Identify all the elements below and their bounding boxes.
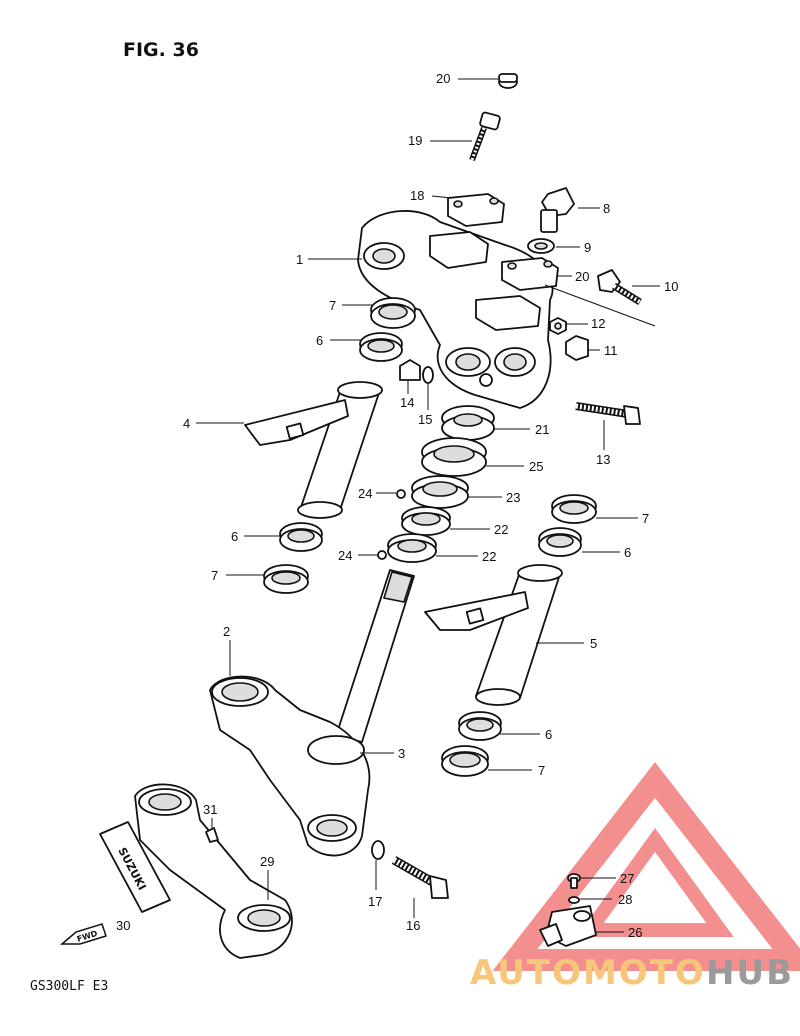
fork-cover-right <box>424 564 563 706</box>
callout-12: 12 <box>591 316 605 331</box>
watermark-text-part1: AUTOMOTO <box>470 953 706 993</box>
bearing-race-22-upper <box>401 506 451 536</box>
handlebar-clamp-upper <box>447 193 505 227</box>
upper-bracket <box>357 210 554 409</box>
callout-3: 3 <box>398 746 405 761</box>
cap-14 <box>399 359 421 381</box>
callout-4: 4 <box>183 416 190 431</box>
leader-lines <box>196 78 660 933</box>
callout-6a: 6 <box>316 333 323 348</box>
callout-28: 28 <box>618 892 632 907</box>
callout-24a: 24 <box>358 486 372 501</box>
callout-20b: 20 <box>575 269 589 284</box>
seal-7-left-middle <box>263 564 309 594</box>
callout-5: 5 <box>590 636 597 651</box>
clamp-bolt <box>469 111 501 162</box>
suzuki-emblem: SUZUKI <box>99 821 171 913</box>
seal-7-right-lower <box>441 745 489 777</box>
callout-23: 23 <box>506 490 520 505</box>
nut-small <box>549 317 567 335</box>
callout-21: 21 <box>535 422 549 437</box>
steering-nut <box>441 405 495 441</box>
screw-27 <box>567 873 581 889</box>
lower-bracket <box>209 675 371 857</box>
callout-25: 25 <box>529 459 543 474</box>
callout-7a: 7 <box>329 298 336 313</box>
callout-6c: 6 <box>624 545 631 560</box>
callout-7b: 7 <box>211 568 218 583</box>
bearing-25 <box>421 437 487 477</box>
steering-stem <box>335 569 415 743</box>
ball-24-upper <box>396 489 406 499</box>
handlebar-clamp-right <box>501 257 559 291</box>
callout-15: 15 <box>418 412 432 427</box>
callout-27: 27 <box>620 871 634 886</box>
clip-31 <box>205 827 219 843</box>
callout-7d: 7 <box>538 763 545 778</box>
pinch-bolt-16 <box>391 856 449 899</box>
callout-30: 30 <box>116 918 130 933</box>
figure-title: FIG. 36 <box>123 39 199 61</box>
pinch-bolt-13 <box>575 402 641 425</box>
callout-10: 10 <box>664 279 678 294</box>
screw-28 <box>568 896 580 904</box>
watermark-text: AUTOMOTO HUB <box>470 953 794 993</box>
bearing-race-23 <box>411 475 469 509</box>
callout-17: 17 <box>368 894 382 909</box>
cap-nut <box>498 73 518 89</box>
seal-6-right-lower <box>458 711 502 741</box>
fwd-arrow-icon: FWD <box>59 923 107 945</box>
watermark-text-part2: HUB <box>706 953 794 993</box>
callout-numbers: 20 19 18 8 9 1 20 10 7 12 6 11 14 15 4 2… <box>116 71 678 940</box>
seal-7-upper-left <box>370 297 416 329</box>
callout-29: 29 <box>260 854 274 869</box>
watermark-logo-icon <box>492 762 800 971</box>
callout-22a: 22 <box>494 522 508 537</box>
bearing-race-22-lower <box>387 533 437 563</box>
callout-18: 18 <box>410 188 424 203</box>
pinch-bolt-upper <box>544 269 656 327</box>
callout-9: 9 <box>584 240 591 255</box>
callout-19: 19 <box>408 133 422 148</box>
callout-20: 20 <box>436 71 450 86</box>
callout-26: 26 <box>628 925 642 940</box>
seal-7-right-upper <box>551 494 597 524</box>
callout-31: 31 <box>203 802 217 817</box>
callout-11: 11 <box>604 343 618 358</box>
fork-cover-left <box>244 381 383 519</box>
callout-13: 13 <box>596 452 610 467</box>
callout-1: 1 <box>296 252 303 267</box>
washer <box>527 238 555 254</box>
callout-6b: 6 <box>231 529 238 544</box>
seal-6-right-upper <box>538 527 582 557</box>
callout-16: 16 <box>406 918 420 933</box>
callout-2: 2 <box>223 624 230 639</box>
cap-nut-side <box>565 335 589 361</box>
steering-lock <box>539 905 597 947</box>
callout-8: 8 <box>603 201 610 216</box>
seal-6-left-middle <box>279 522 323 552</box>
lock-washer <box>422 366 434 384</box>
ball-24-lower <box>377 550 387 560</box>
model-code: GS300LF E3 <box>30 979 108 994</box>
callout-24b: 24 <box>338 548 352 563</box>
stem-bolt <box>540 187 575 233</box>
lower-cover <box>134 783 293 959</box>
callout-14: 14 <box>400 395 414 410</box>
callout-6d: 6 <box>545 727 552 742</box>
seal-6-upper-left <box>359 332 403 362</box>
callout-22b: 22 <box>482 549 496 564</box>
washer-17 <box>371 840 385 860</box>
callout-7c: 7 <box>642 511 649 526</box>
